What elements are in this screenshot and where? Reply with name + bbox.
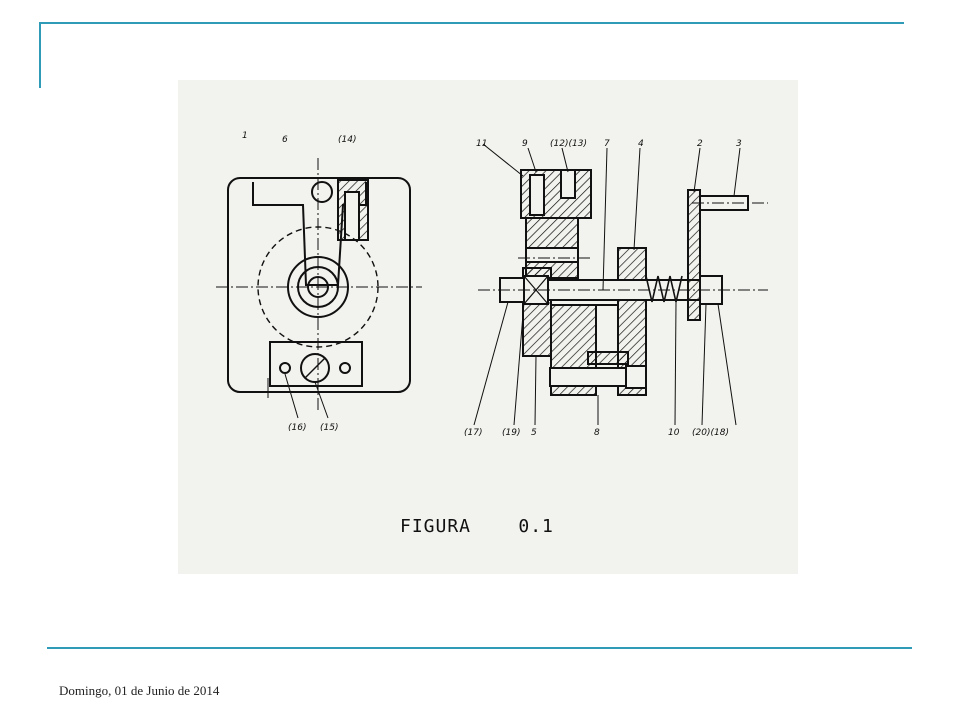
label-16: (16) xyxy=(288,423,306,433)
label-9: 9 xyxy=(522,139,528,149)
technical-drawing: 1 6 (14) (16) (15) 11 9 (12)(13) 7 4 2 3… xyxy=(178,80,798,574)
figure-caption: FIGURA 0.1 xyxy=(400,516,554,537)
label-14: (14) xyxy=(338,135,356,145)
top-rule-horizontal xyxy=(40,22,904,24)
label-1: 1 xyxy=(242,131,248,141)
label-10: 10 xyxy=(668,428,680,438)
label-15: (15) xyxy=(320,423,338,433)
label-19: (19) xyxy=(502,428,520,438)
label-7: 7 xyxy=(604,139,610,149)
section-view xyxy=(473,143,768,426)
drawing-svg: 1 6 (14) (16) (15) 11 9 (12)(13) 7 4 2 3… xyxy=(216,131,768,537)
label-17: (17) xyxy=(464,428,482,438)
label-8: 8 xyxy=(594,428,600,438)
part-labels: 1 6 (14) (16) (15) 11 9 (12)(13) 7 4 2 3… xyxy=(242,131,742,438)
label-11: 11 xyxy=(476,139,487,149)
label-5: 5 xyxy=(531,428,537,438)
pin-16 xyxy=(279,362,291,374)
label-20-18: (20)(18) xyxy=(692,428,729,438)
label-2: 2 xyxy=(697,139,703,149)
label-3: 3 xyxy=(736,139,742,149)
pivot-pin xyxy=(311,181,333,203)
top-rule-vertical xyxy=(39,22,41,88)
label-6: 6 xyxy=(282,135,288,145)
bottom-rule xyxy=(47,647,912,649)
label-12-13: (12)(13) xyxy=(550,139,587,149)
front-view xyxy=(216,158,422,419)
crank-2 xyxy=(687,189,701,321)
footer-date: Domingo, 01 de Junio de 2014 xyxy=(59,683,220,698)
label-4: 4 xyxy=(638,139,644,149)
